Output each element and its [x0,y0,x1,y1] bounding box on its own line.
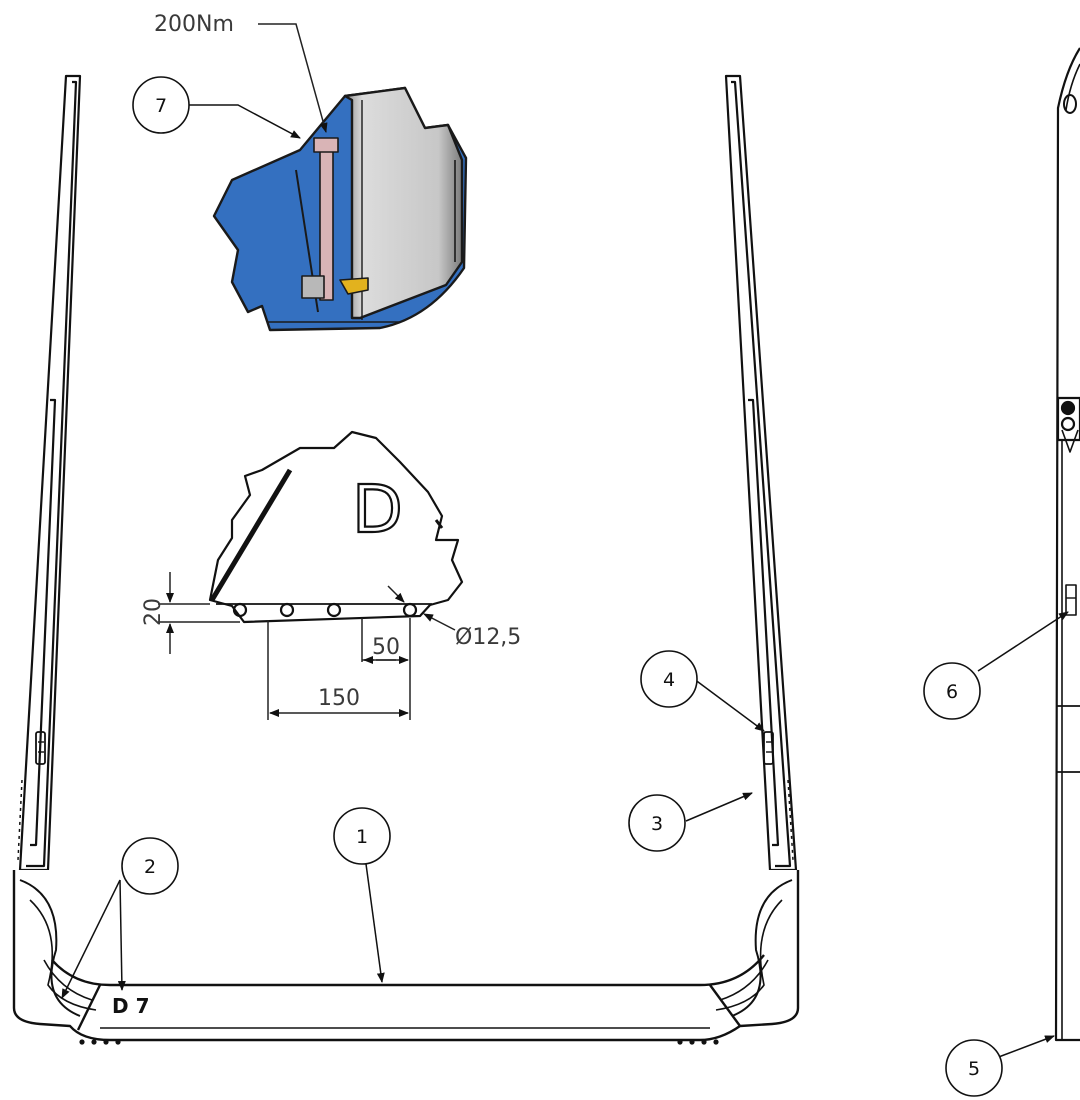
right-side-frame [724,74,798,872]
svg-text:7: 7 [155,95,167,117]
callout-7: 7 [132,76,190,134]
torque-note: 200Nm [154,12,234,37]
bottom-beam [12,870,800,1045]
detail-view-bolt-mount [212,86,468,332]
dimension-lines [158,572,456,720]
svg-text:3: 3 [651,813,663,835]
stamp-marking: D 7 [112,994,149,1018]
dim-hole-span: 150 [318,686,360,711]
callout-leaders [61,104,1069,1059]
dim-hole-diameter: Ø12,5 [455,625,521,650]
svg-text:1: 1 [356,826,368,848]
callout-6: 6 [923,662,981,720]
left-side-frame [17,74,82,872]
nut-yellow [339,277,369,295]
svg-text:2: 2 [144,856,156,878]
svg-text:6: 6 [946,681,958,703]
svg-text:5: 5 [968,1058,980,1080]
svg-text:4: 4 [663,669,675,691]
dim-hole-offset: 20 [141,598,166,626]
callout-3: 3 [628,794,686,852]
callout-2: 2 [121,837,179,895]
detail-letter: D [352,471,403,548]
side-view-frame [1054,47,1080,1042]
detail-d-hole-pattern [208,430,464,624]
callout-4: 4 [640,650,698,708]
callout-5: 5 [945,1039,1003,1097]
dim-hole-spacing: 50 [372,635,400,660]
torque-leader [258,23,328,133]
callout-1: 1 [333,807,391,865]
